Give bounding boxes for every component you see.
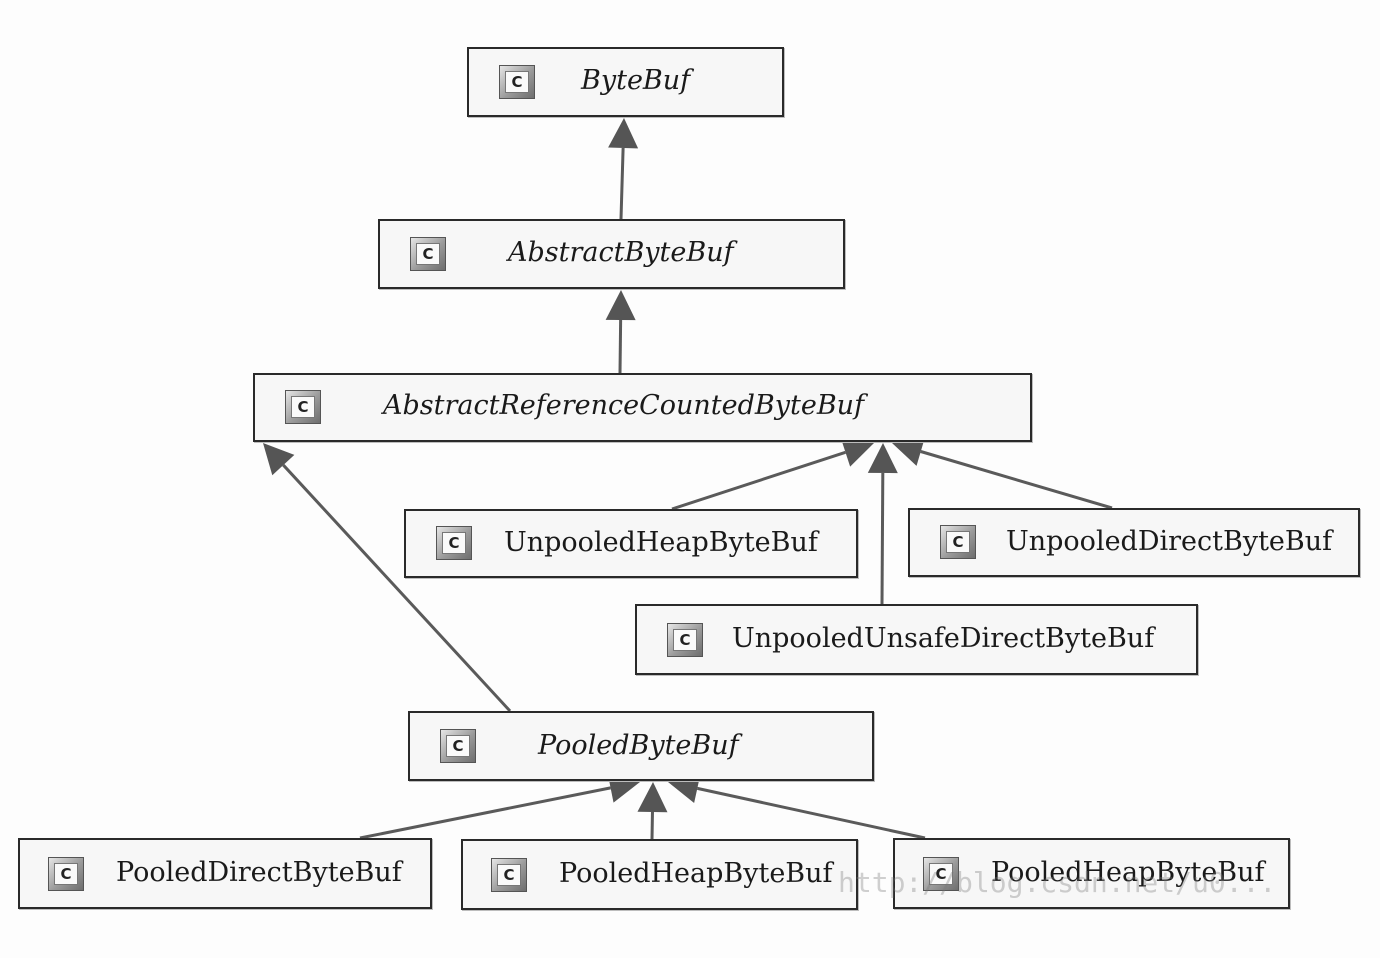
class-icon: C: [48, 857, 84, 891]
node-pooleddirectbytebuf: C PooledDirectByteBuf: [18, 838, 432, 909]
class-icon: C: [410, 237, 446, 271]
inheritance-arrowhead: [867, 443, 898, 474]
class-icon: C: [499, 65, 535, 99]
inheritance-line: [880, 472, 885, 605]
node-label: PooledByteBuf: [538, 730, 739, 761]
node-label: UnpooledUnsafeDirectByteBuf: [732, 623, 1155, 654]
node-unpooleddirectbytebuf: C UnpooledDirectByteBuf: [908, 508, 1360, 577]
inheritance-arrowhead: [637, 782, 668, 813]
inheritance-line: [619, 147, 625, 220]
node-abstractbytebuf: C AbstractByteBuf: [378, 219, 845, 289]
inheritance-line: [920, 450, 1113, 510]
node-label: AbstractByteBuf: [508, 237, 734, 268]
node-unpooledunsafedirectbytebuf: C UnpooledUnsafeDirectByteBuf: [635, 604, 1198, 675]
inheritance-arrowhead: [892, 437, 926, 466]
node-unpooledheapbytebuf: C UnpooledHeapByteBuf: [404, 509, 858, 578]
class-icon: C: [436, 526, 472, 560]
class-icon: C: [940, 525, 976, 559]
class-icon: C: [491, 858, 527, 892]
node-bytebuf: C ByteBuf: [467, 47, 784, 117]
inheritance-arrowhead: [263, 443, 295, 476]
node-label: PooledHeapByteBuf: [559, 858, 833, 889]
node-label: PooledHeapByteBuf: [991, 857, 1265, 888]
node-label: ByteBuf: [581, 65, 691, 96]
node-label: PooledDirectByteBuf: [116, 857, 402, 888]
inheritance-line: [696, 786, 926, 840]
inheritance-line: [282, 464, 512, 713]
inheritance-line: [359, 786, 611, 840]
node-label: AbstractReferenceCountedByteBuf: [383, 390, 865, 421]
inheritance-line: [671, 450, 846, 511]
node-abstractreferencecountedbytebuf: C AbstractReferenceCountedByteBuf: [253, 373, 1032, 442]
node-label: UnpooledDirectByteBuf: [1006, 526, 1333, 557]
node-pooledbytebuf: C PooledByteBuf: [408, 711, 874, 781]
inheritance-arrowhead: [840, 438, 874, 467]
inheritance-arrowhead: [605, 290, 636, 321]
class-icon: C: [285, 390, 321, 424]
inheritance-arrowhead: [608, 118, 639, 149]
node-pooledheapbytebuf: C PooledHeapByteBuf: [461, 839, 858, 910]
class-icon: C: [440, 729, 476, 763]
node-label: UnpooledHeapByteBuf: [504, 527, 818, 558]
inheritance-arrowhead: [668, 773, 701, 804]
node-pooledheapbytebuf: C PooledHeapByteBuf: [893, 838, 1290, 909]
class-icon: C: [923, 857, 959, 891]
class-icon: C: [667, 623, 703, 657]
inheritance-line: [618, 319, 623, 374]
watermark-text: http://blog.csdn.net/u0...: [838, 866, 1277, 899]
